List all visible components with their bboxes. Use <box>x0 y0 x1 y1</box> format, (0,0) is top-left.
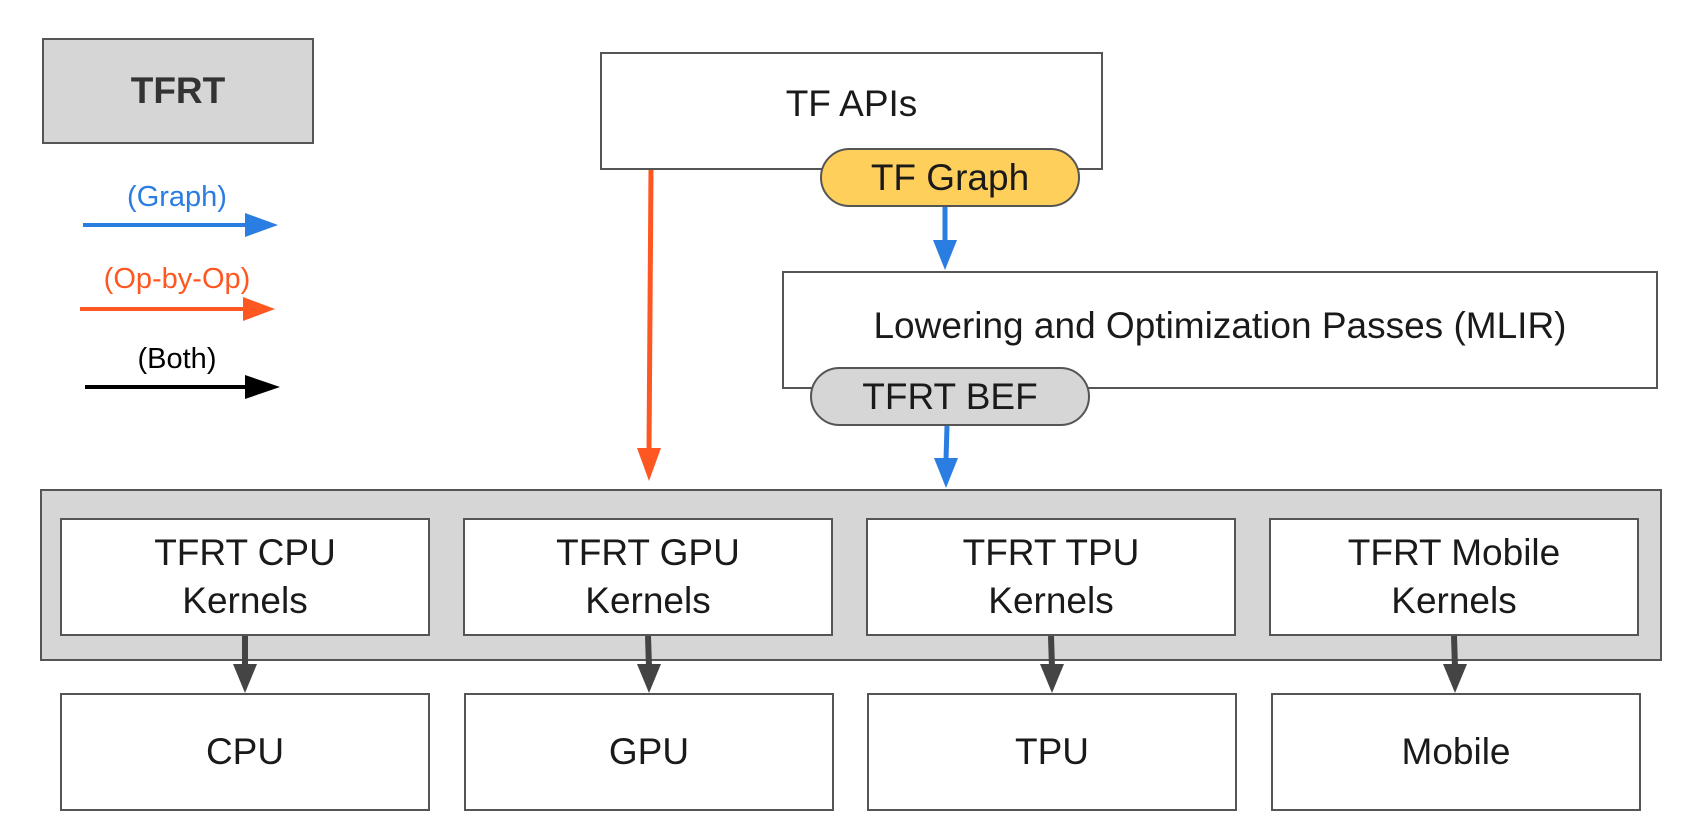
device-cpu-label: CPU <box>205 731 285 772</box>
legend-graph-arrowhead <box>245 213 278 237</box>
tpu-arrowhead <box>1040 664 1064 693</box>
kernel-box-gpu: TFRT GPU Kernels <box>463 518 833 636</box>
legend-title: TFRT <box>130 70 226 111</box>
device-box-cpu: CPU <box>60 693 430 811</box>
tfrt-bef-pill-label: TFRT BEF <box>862 375 1038 417</box>
tpu-arrow <box>1048 635 1055 669</box>
kernel-cpu-line1: TFRT CPU <box>154 532 336 573</box>
legend-graph-label: (Graph) <box>127 181 227 213</box>
tf-graph-pill-label: TF Graph <box>870 156 1030 198</box>
kernel-tpu-line2: Kernels <box>988 580 1114 621</box>
gpu-arrow <box>645 635 652 669</box>
device-box-gpu: GPU <box>464 693 834 811</box>
tfrt-bef-pill: TFRT BEF <box>810 367 1090 426</box>
tf-graph-pill: TF Graph <box>820 148 1080 207</box>
device-tpu-label: TPU <box>1015 731 1089 772</box>
mobile-arrowhead <box>1443 664 1467 693</box>
opbyop-arrowhead <box>637 448 661 481</box>
kernel-gpu-line2: Kernels <box>585 580 711 621</box>
legend-both-label: (Both) <box>137 343 217 375</box>
kernel-tpu-line1: TFRT TPU <box>962 532 1140 573</box>
legend-opbyop-label: (Op-by-Op) <box>103 263 251 295</box>
mobile-arrow <box>1451 635 1458 669</box>
lowering-label: Lowering and Optimization Passes (MLIR) <box>873 305 1567 346</box>
legend-opbyop-arrowhead <box>243 297 275 321</box>
legend-title-box: TFRT <box>42 38 314 144</box>
tf-apis-label: TF APIs <box>785 83 918 124</box>
graph-arrow-2 <box>943 425 950 461</box>
legend-both-arrowhead <box>245 375 280 399</box>
kernel-cpu-line2: Kernels <box>182 580 308 621</box>
opbyop-arrow <box>646 169 654 453</box>
device-mobile-label: Mobile <box>1401 731 1511 772</box>
cpu-arrowhead <box>233 664 257 693</box>
kernel-mobile-line2: Kernels <box>1391 580 1517 621</box>
device-box-tpu: TPU <box>867 693 1237 811</box>
kernel-box-cpu: TFRT CPU Kernels <box>60 518 430 636</box>
device-box-mobile: Mobile <box>1271 693 1641 811</box>
gpu-arrowhead <box>637 664 661 693</box>
device-gpu-label: GPU <box>608 731 690 772</box>
kernel-gpu-line1: TFRT GPU <box>556 532 740 573</box>
kernel-box-tpu: TFRT TPU Kernels <box>866 518 1236 636</box>
graph-arrowhead-1 <box>933 240 957 270</box>
kernel-mobile-line1: TFRT Mobile <box>1347 532 1561 573</box>
graph-arrowhead-2 <box>934 458 958 488</box>
